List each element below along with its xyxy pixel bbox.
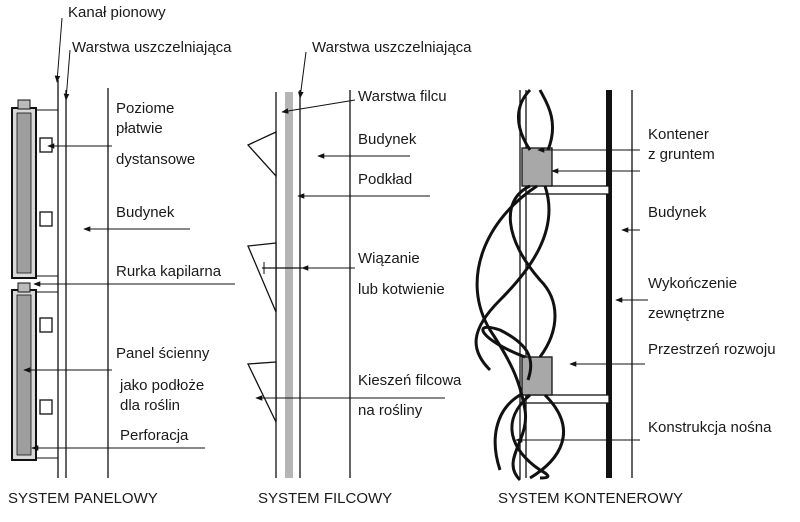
label-warstwa-uszczelniajaca-felt: Warstwa uszczelniająca [312, 39, 472, 56]
caption-system-panelowy: SYSTEM PANELOWY [8, 490, 158, 507]
label-wykonczenie: Wykończenie [648, 275, 737, 292]
panel-upper-inner [16, 112, 32, 274]
label-na-rosliny: na rośliny [358, 402, 423, 419]
panel-upper-cap [17, 99, 31, 110]
caption-system-filcowy: SYSTEM FILCOWY [258, 490, 392, 507]
label-warstwa-filcu: Warstwa filcu [358, 88, 447, 105]
plant-stems [474, 88, 566, 482]
felt-pocket [246, 361, 277, 423]
label-kieszen-filcowa: Kieszeń filcowa [358, 372, 462, 389]
label-panel-scienny: Panel ścienny [116, 345, 210, 362]
label-rurka-kapilarna: Rurka kapilarna [116, 263, 222, 280]
label-dla-roslin: dla roślin [120, 397, 180, 414]
label-konstrukcja-nosna: Konstrukcja nośna [648, 419, 772, 436]
felt-system: Warstwa uszczelniająca Warstwa filcu Bud… [246, 39, 472, 507]
label-kanal-pionowy: Kanał pionowy [68, 4, 166, 21]
label-perforacja: Perforacja [120, 427, 189, 444]
panel-lower-inner [16, 294, 32, 456]
felt-pocket [246, 130, 277, 178]
label-lub-kotwienie: lub kotwienie [358, 281, 445, 298]
label-z-gruntem: z gruntem [648, 146, 715, 163]
spacer-purlin [39, 399, 53, 415]
label-wiazanie: Wiązanie [358, 250, 420, 267]
felt-pocket [247, 242, 277, 313]
label-warstwa-uszczelniajaca: Warstwa uszczelniająca [72, 39, 232, 56]
spacer-purlin [39, 317, 53, 333]
panel-lower-cap [17, 282, 31, 293]
label-przestrzen-rozwoju: Przestrzeń rozwoju [648, 341, 776, 358]
label-jako-podloze: jako podłoże [119, 377, 204, 394]
soil-container [521, 356, 553, 396]
felt-layer [285, 92, 293, 478]
label-poziome: Poziome [116, 100, 174, 117]
label-kontener: Kontener [648, 126, 709, 143]
label-budynek: Budynek [116, 204, 175, 221]
panel-system: Kanał pionowy Warstwa uszczelniająca Poz… [8, 4, 235, 507]
label-platwie: płatwie [116, 120, 163, 137]
label-budynek-container: Budynek [648, 204, 707, 221]
caption-system-kontenerowy: SYSTEM KONTENEROWY [498, 490, 683, 507]
container-system: Kontener z gruntem Budynek Wykończenie z… [474, 88, 776, 507]
container-shelf [525, 394, 610, 404]
spacer-purlin [39, 137, 53, 153]
label-dystansowe: dystansowe [116, 151, 195, 168]
label-zewnetrzne: zewnętrzne [648, 305, 725, 322]
spacer-purlin [39, 211, 53, 227]
label-budynek-felt: Budynek [358, 131, 417, 148]
container-shelf [525, 185, 610, 195]
label-podklad: Podkład [358, 171, 412, 188]
soil-container [521, 147, 553, 187]
